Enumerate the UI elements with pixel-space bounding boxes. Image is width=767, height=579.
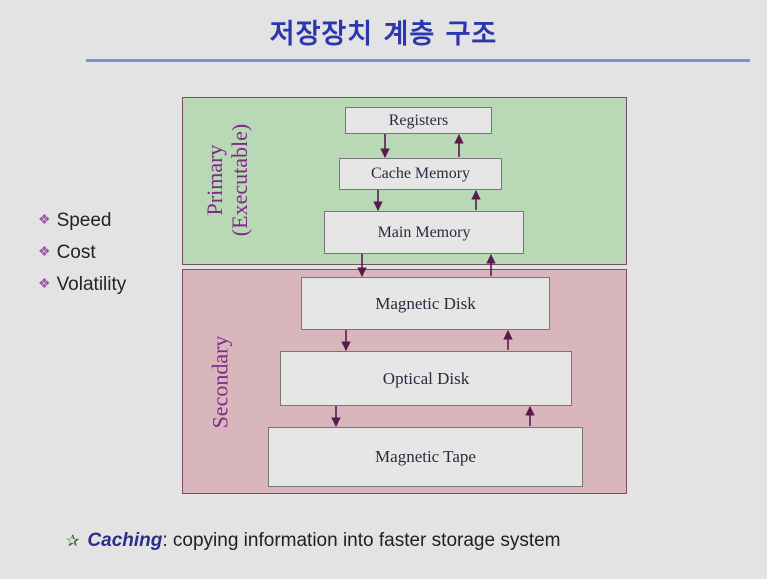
caching-definition: : copying information into faster storag… — [162, 530, 561, 551]
primary-label-line2: (Executable) — [227, 123, 252, 237]
title-divider — [86, 59, 750, 62]
diamond-bullet-icon: ❖ — [38, 275, 51, 291]
magnetic-tape-box: Magnetic Tape — [268, 427, 583, 487]
cache-memory-box: Cache Memory — [339, 158, 502, 190]
caching-note: ✰ Caching: copying information into faste… — [66, 530, 561, 552]
bullet-item: ❖ Cost — [38, 235, 126, 267]
primary-label-line1: Primary — [202, 144, 227, 216]
optical-disk-box: Optical Disk — [280, 351, 572, 406]
slide-title: 저장장치 계층 구조 — [269, 19, 498, 50]
bullet-list: ❖ Speed ❖ Cost ❖ Volatility — [38, 203, 126, 299]
primary-region-label: Primary (Executable) — [202, 124, 252, 236]
main-memory-box: Main Memory — [324, 211, 524, 254]
bullet-text: Volatility — [56, 274, 127, 295]
bullet-item: ❖ Volatility — [38, 267, 126, 299]
bullet-item: ❖ Speed — [38, 203, 126, 235]
star-icon: ✰ — [66, 533, 80, 550]
magnetic-disk-box: Magnetic Disk — [301, 277, 550, 330]
bullet-text: Speed — [56, 210, 112, 231]
bullet-text: Cost — [56, 242, 96, 263]
secondary-label-line1: Secondary — [207, 335, 233, 429]
registers-box: Registers — [345, 107, 492, 134]
caching-term: Caching — [87, 530, 163, 551]
diamond-bullet-icon: ❖ — [38, 243, 51, 259]
secondary-region-label: Secondary — [208, 336, 233, 429]
diamond-bullet-icon: ❖ — [38, 211, 51, 227]
